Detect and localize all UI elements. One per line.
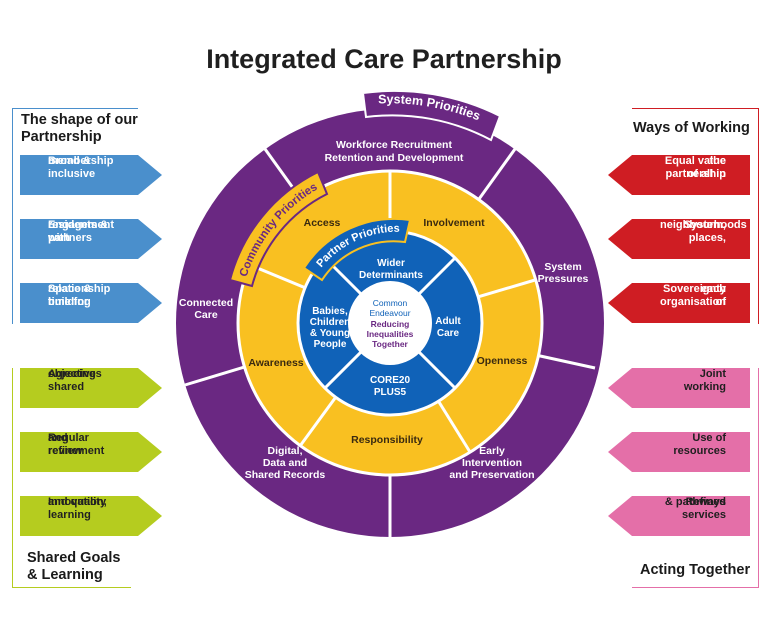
center-common: Common [373,298,408,308]
inner-label-adult-care: Adult [435,316,461,327]
inner-label-babies-2: Children [310,317,351,328]
outer-label-system-pressures: System [544,261,581,273]
right-top-panel-border [632,108,759,324]
inner-label-babies-3: & Young [310,328,350,339]
outer-label-connected-care-2: Care [194,309,218,321]
middle-label-openness: Openness [477,355,528,367]
left-bottom-panel-border [12,368,131,588]
center-endeavour: Endeavour [369,308,410,318]
outer-label-workforce: Workforce Recruitment [336,139,452,151]
left-top-panel-title: The shape of our Partnership [21,112,138,145]
middle-label-awareness: Awareness [248,357,303,369]
right-top-panel-title: Ways of Working [633,120,750,136]
inner-label-core20-2: PLUS5 [374,387,407,398]
center-together: Together [372,339,408,349]
community-priorities-band [228,170,329,288]
inner-label-wider-determinants: Wider [377,258,405,269]
outer-label-early-intervention-3: and Preservation [449,469,534,481]
left-top-panel-border [12,108,138,324]
middle-label-access: Access [304,217,341,229]
system-priorities-band [361,89,502,142]
inner-label-babies-4: People [314,339,347,350]
inner-label-wider-determinants-2: Determinants [359,270,423,281]
outer-label-early-intervention-2: Intervention [462,457,522,469]
inner-label-adult-care-2: Care [437,328,460,339]
inner-label-core20: CORE20 [370,375,410,386]
outer-label-early-intervention: Early [479,445,505,457]
outer-label-connected-care: Connected [179,297,233,309]
outer-label-digital-2: Data and [263,457,307,469]
right-bottom-item-1: Joint working [608,368,750,408]
outer-label-workforce-2: Retention and Development [325,152,464,164]
inner-label-babies: Babies, [312,306,348,317]
center-circle [348,281,432,365]
right-bottom-panel-border [632,368,759,588]
right-top-item-2: System, places,neighbourhoods [608,219,750,259]
partner-priorities-band [302,217,412,282]
outer-label-digital-3: Shared Records [245,469,326,481]
left-bottom-panel-title: Shared Goals & Learning [27,550,121,583]
outer-label-digital: Digital, [267,445,302,457]
right-bottom-item-3: Refined services& pathways [608,496,750,536]
right-bottom-panel-title: Acting Together [640,562,751,578]
middle-label-responsibility: Responsibility [351,434,423,446]
middle-label-involvement: Involvement [423,217,485,229]
center-reducing: Reducing [371,319,410,329]
outer-label-system-pressures-2: Pressures [538,273,589,285]
page-title: Integrated Care Partnership [206,44,562,74]
center-inequalities: Inequalities [367,329,414,339]
right-bottom-item-2: Use of resources [608,432,750,472]
